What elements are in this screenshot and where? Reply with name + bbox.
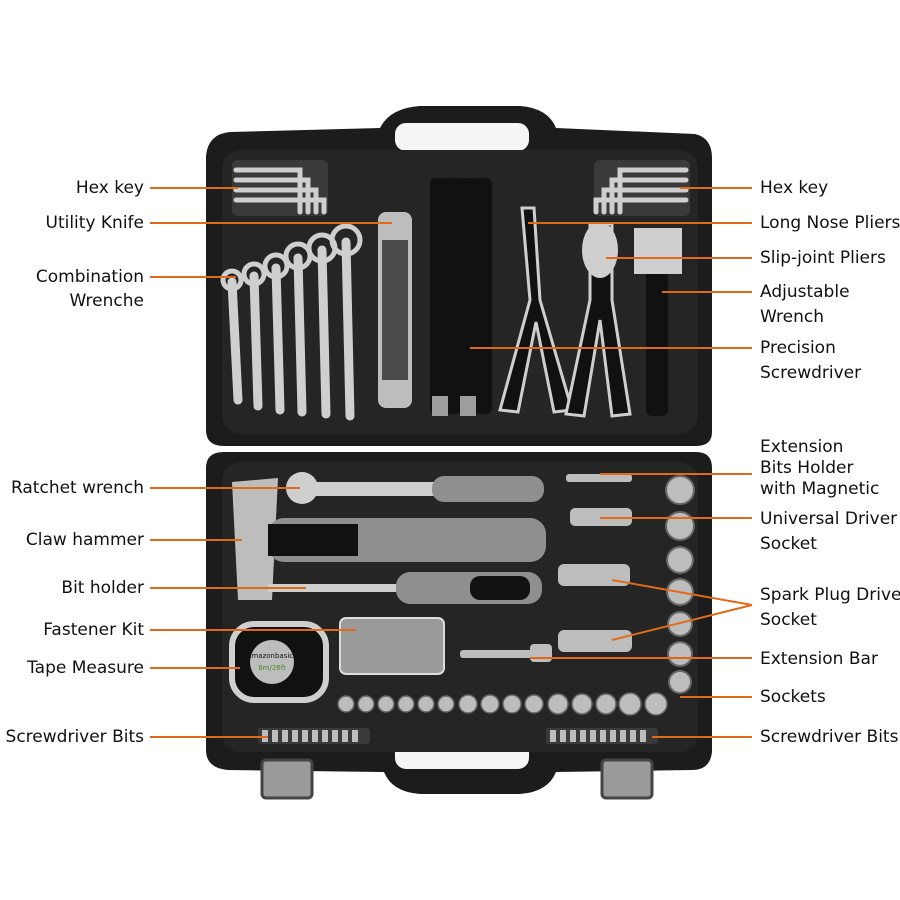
label-sockets: Sockets <box>760 687 826 707</box>
screwdriver-bits-strips <box>258 728 658 744</box>
ratchet-wrench-tool <box>286 472 544 504</box>
precision-screwdriver-set <box>430 178 492 416</box>
fastener-kit-box <box>339 617 445 675</box>
slip-joint-pliers-tool <box>564 222 632 418</box>
top-tray <box>220 150 698 434</box>
bit-holder-tool <box>268 572 542 604</box>
label-adjustable-wrench: Adjustable Wrench <box>760 282 850 327</box>
small-sockets-row <box>337 692 668 716</box>
label-extension-bits-holder: Extension Bits Holder with Magnetic <box>760 437 880 499</box>
long-nose-pliers-tool <box>498 206 574 414</box>
hex-key-set-left <box>232 160 328 216</box>
adjustable-wrench-tool <box>634 228 682 416</box>
label-utility-knife: Utility Knife <box>45 213 145 233</box>
bottom-tray: amazonbasics 8m/26ft <box>222 462 698 752</box>
label-hex-key-right: Hex key <box>760 178 829 198</box>
tape-brand-logo: amazonbasics <box>247 652 297 660</box>
hex-key-set-right <box>593 160 690 216</box>
label-ratchet-wrench: Ratchet wrench <box>10 478 144 498</box>
label-long-nose-pliers: Long Nose Pliers <box>760 213 900 233</box>
label-universal-driver-socket: Universal Driver Socket <box>760 509 898 554</box>
tape-measure-tool: amazonbasics 8m/26ft <box>229 621 329 703</box>
leader-lines <box>150 187 753 738</box>
claw-hammer-tool <box>232 478 546 600</box>
combination-wrench-set <box>227 237 355 421</box>
label-bit-holder: Bit holder <box>61 578 144 598</box>
case-handle <box>389 117 535 157</box>
label-tape-measure: Tape Measure <box>27 658 144 678</box>
label-screwdriver-bits-left: Screwdriver Bits <box>5 727 144 747</box>
label-screwdriver-bits-right: Screwdriver Bits <box>760 727 899 747</box>
case-latch-left <box>260 758 314 800</box>
label-claw-hammer: Claw hammer <box>25 530 144 550</box>
label-combination-wrench: Combination Wrenche <box>35 267 144 311</box>
drive-accessories <box>460 474 632 662</box>
utility-knife-tool <box>378 212 412 408</box>
case-latch-right <box>600 758 654 800</box>
label-extension-bar: Extension Bar <box>760 649 878 669</box>
label-fastener-kit: Fastener Kit <box>43 620 144 640</box>
label-slip-joint-pliers: Slip-joint Pliers <box>760 248 886 268</box>
label-spark-plug-driver-socket: Spark Plug Driver Socket <box>760 585 900 630</box>
label-hex-key-left: Hex key <box>75 178 144 198</box>
tape-size-text: 8m/26ft <box>258 664 286 672</box>
label-precision-screwdriver: Precision Screwdriver <box>760 338 862 383</box>
